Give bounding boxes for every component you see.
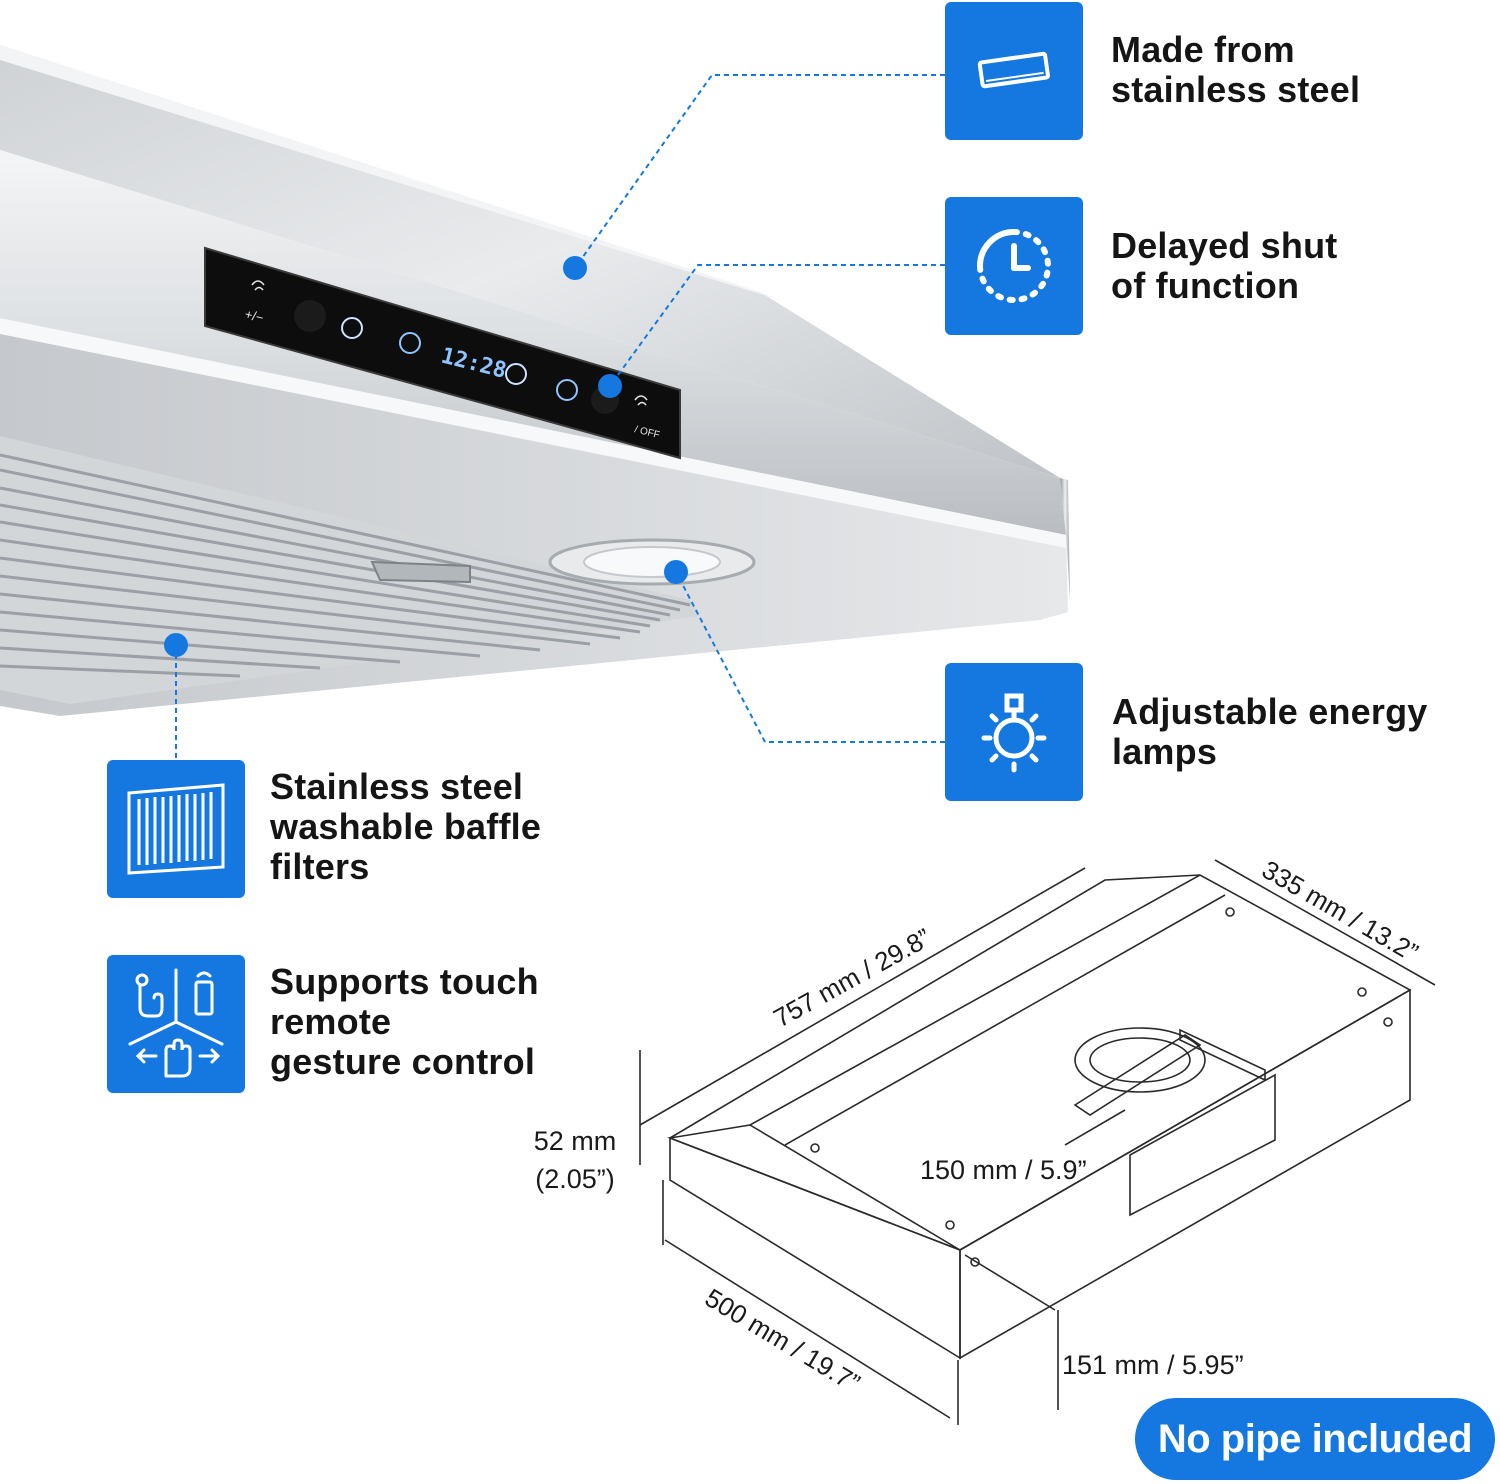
hood-front-face [0, 150, 1070, 600]
panel-gesture-icons [251, 280, 648, 406]
feature-stainless-line2: stainless steel [1111, 69, 1361, 110]
dim-duct-label: 150 mm / 5.9” [920, 1155, 1087, 1185]
dim-front-height-line1: 52 mm [533, 1126, 617, 1156]
steel-panel-icon [945, 2, 1083, 140]
no-pipe-badge: No pipe included [1135, 1398, 1495, 1480]
feature-delay-line2: of function [1111, 265, 1300, 306]
feature-filters-line1: Stainless steel [270, 766, 524, 807]
feature-control-line2: remote [270, 1001, 392, 1042]
callout-dots [164, 256, 688, 657]
feature-control-line3: gesture control [270, 1041, 536, 1082]
dim-front-height-label: 52 mm (2.05”) [525, 1122, 625, 1198]
feature-control-line1: Supports touch [270, 961, 539, 1002]
dim-front-height-line2: (2.05”) [535, 1164, 615, 1194]
timer-clock-icon [945, 197, 1083, 335]
dimension-drawing [639, 859, 1436, 1425]
panel-plus-minus: +/− [243, 306, 265, 325]
lightbulb-icon [945, 663, 1083, 801]
control-panel [204, 246, 681, 460]
feature-lamps-text: Adjustable energy lamps [1112, 692, 1427, 772]
dim-back-height-label: 151 mm / 5.95” [1062, 1350, 1244, 1380]
baffle-filter-icon [107, 760, 245, 898]
feature-control-text: Supports touch remote gesture control [270, 962, 539, 1082]
feature-lamps-line1: Adjustable energy [1112, 691, 1428, 732]
lamp [548, 538, 756, 586]
feature-delay-text: Delayed shut of function [1111, 226, 1337, 306]
touch-remote-gesture-icon [107, 955, 245, 1093]
filter-handle [370, 560, 471, 584]
feature-filters-line3: filters [270, 846, 370, 887]
feature-stainless-text: Made from stainless steel [1111, 30, 1360, 110]
feature-filters-line2: washable baffle [270, 806, 542, 847]
feature-stainless-line1: Made from [1111, 29, 1295, 70]
feature-delay-line1: Delayed shut [1111, 225, 1338, 266]
callout-leader-lines [175, 74, 945, 760]
dim-depth-top-label: 335 mm / 13.2” [1257, 854, 1423, 967]
dim-width-label: 757 mm / 29.8” [768, 922, 935, 1033]
hood-top-surface [0, 45, 1060, 478]
dim-depth-side-label: 500 mm / 19.7” [700, 1282, 865, 1398]
feature-lamps-line2: lamps [1112, 731, 1218, 772]
feature-filters-text: Stainless steel washable baffle filters [270, 767, 541, 887]
